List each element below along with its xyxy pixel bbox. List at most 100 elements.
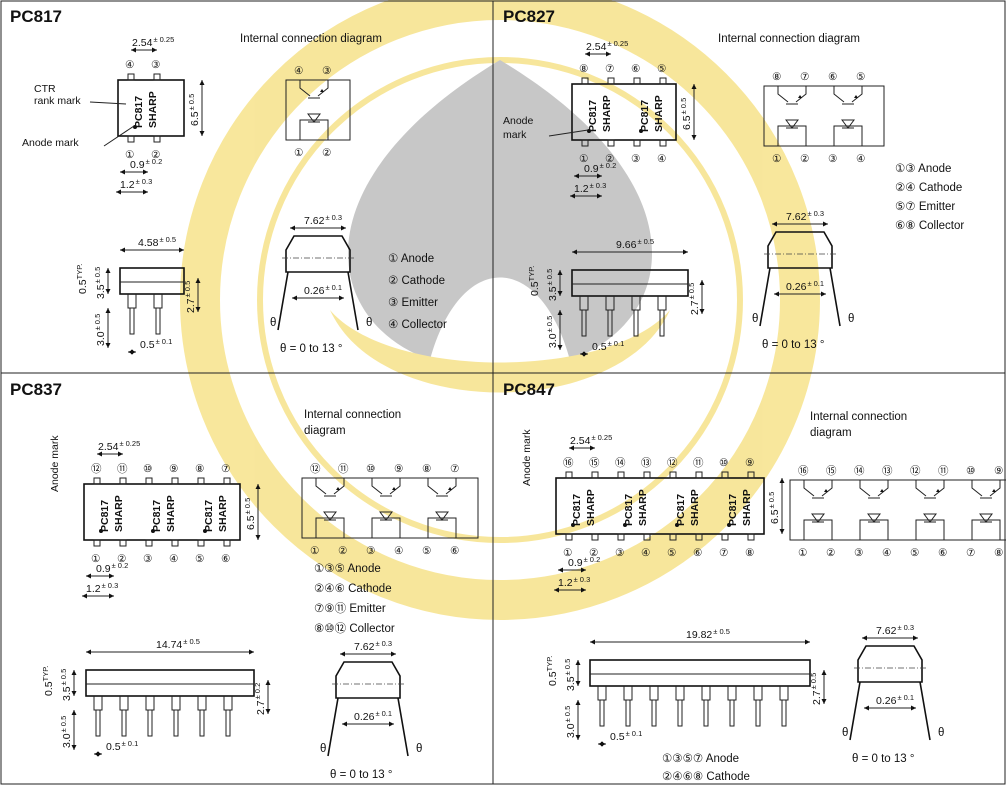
arrow [558,567,563,573]
theta-right: θ [366,317,372,329]
theta-right: θ [848,313,854,325]
internal-pin-top: ⑧ [422,463,432,475]
lead-foot-dim-label-tolerance: ± 0.1 [156,337,173,346]
lead [631,296,641,337]
body-height-dim-label-tolerance: ± 0.5 [187,94,196,111]
pin-top [659,77,667,85]
anode-dot [151,529,155,533]
arrow [572,249,577,255]
lead-thickness-dim: 0.26± 0.1 [292,283,344,301]
body-thickness-dim-label-value: 3.5± 0.5 [59,669,73,701]
lead [597,686,607,727]
pin-legend-item: ①③ Anode [895,163,951,175]
seating-height-dim-label: 2.7± 0.5 [809,673,823,705]
anode-mark: Anode [503,115,534,127]
lead-thickness-dim-label-tolerance: ± 0.1 [375,709,392,718]
pin-top [565,471,573,479]
internal-pin-top: ⑨ [394,463,404,475]
arrow [71,710,77,715]
arrow [779,478,785,483]
pin-top [633,77,641,85]
lead-foot-dim-label-tolerance: ± 0.1 [122,739,139,748]
pin-top [607,77,615,85]
body-thickness-dim-label-tolerance: ± 0.5 [563,659,572,676]
anode-mark: Anode mark [521,429,533,486]
pin-bottom [197,539,205,547]
internal-pin-bottom: ① [772,153,782,165]
arrow [557,345,563,350]
internal-pin-bottom: ① [310,545,320,557]
pin-number-top: ⑩ [143,463,153,475]
pin-legend-item: ①③⑤⑦ Anode [662,753,739,765]
pin-legend-item: ② Cathode [388,275,445,287]
pin-top [581,77,589,85]
lead-foot-dim-label-tolerance: ± 0.1 [626,729,643,738]
arrow [120,169,125,175]
row-spacing-dim-label: 7.62± 0.3 [304,213,342,227]
pin-number-top: ⑬ [641,457,652,469]
internal-pin-bottom: ④ [882,547,892,559]
arrow [583,351,588,357]
pin-number-bottom: ③ [615,547,625,559]
arrow [581,587,586,593]
chip-marking: PC817 [203,500,215,532]
internal-pin-top: ⑯ [798,465,809,477]
emitter-arrow [336,487,340,490]
arrow [691,84,697,89]
chip-marking: PC817 [639,100,651,132]
arrow [557,310,563,315]
internal-title: diagram [810,427,852,439]
body-width-dim-label-tolerance: ± 0.5 [159,235,176,244]
pin-number-bottom: ⑧ [745,547,755,559]
pin-pitch-dim-label: 2.54± 0.25 [570,433,612,447]
lead-thickness-dim-label-value: 0.26± 0.1 [876,693,914,707]
arrow [913,635,918,641]
pin-bottom [591,533,599,541]
pin-bottom [223,539,231,547]
internal-title: Internal connection diagram [718,33,860,45]
body-height-dim-label: 6.5± 0.5 [187,94,201,126]
arrow [391,651,396,657]
lead [649,686,659,727]
arrow [265,709,271,714]
panel-title: PC837 [10,380,62,399]
internal-pin-bottom: ② [338,545,348,557]
pin-legend-item: ③ Emitter [388,297,438,309]
arrow [199,80,205,85]
typ-dim: 0.5TYP. [545,656,559,686]
internal-pin-top: ⑩ [966,465,976,477]
led [833,119,863,146]
body-thickness-dim-label-value: 3.5± 0.5 [93,267,107,299]
row-spacing-dim-label-tolerance: ± 0.3 [807,209,824,218]
internal-pin-bottom: ⑤ [422,545,432,557]
arrow [179,247,184,253]
internal-title: Internal connection diagram [240,33,382,45]
pin-bottom [581,139,589,147]
lead-pitch-dim-label-value: 1.2± 0.3 [120,177,152,191]
body-thickness-dim: 3.5± 0.5 [59,669,77,701]
pin-legend-item: ④ Collector [388,319,447,331]
seating-height-dim-label-tolerance: ± 0.5 [687,283,696,300]
internal-pin-bottom: ⑥ [450,545,460,557]
typ-suffix: TYP. [75,264,84,280]
internal-pin-top: ③ [322,65,332,77]
pin-legend-item: ⑦⑨⑪ Emitter [314,602,386,615]
pin-number-bottom: ② [589,547,599,559]
anode-mark: mark [503,129,527,141]
pin-pitch-dim-label-value: 2.54± 0.25 [98,439,140,453]
pin-legend-item: ⑧⑩⑫ Collector [314,622,395,635]
pin-bottom [127,135,135,143]
pin-pitch-dim-label-tolerance: ± 0.25 [591,433,612,442]
lead [579,296,589,337]
pin-pitch-dim: 2.54± 0.25 [569,433,612,451]
pin-number-bottom: ① [91,553,101,565]
chip-marking: PC817 [99,500,111,532]
internal-pin-bottom: ② [322,147,332,159]
pin-top [145,477,153,485]
arrow [772,221,777,227]
brand-marking: SHARP [741,489,753,526]
seating-height-dim-label-tolerance: ± 0.2 [253,683,262,700]
arrow [109,593,114,599]
body-width-dim-label-tolerance: ± 0.5 [637,237,654,246]
pin-top [643,471,651,479]
